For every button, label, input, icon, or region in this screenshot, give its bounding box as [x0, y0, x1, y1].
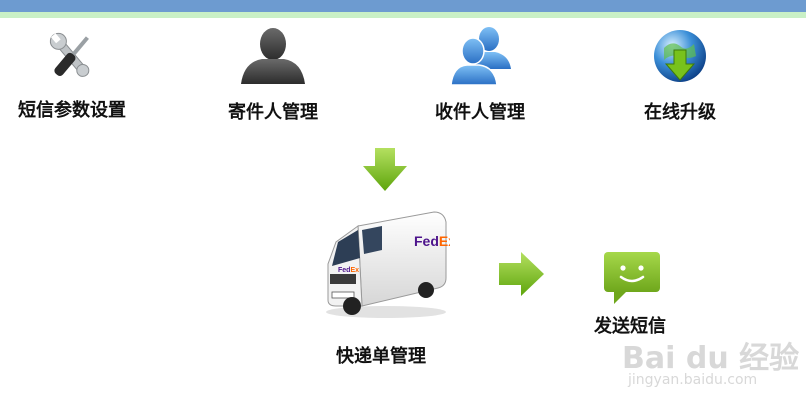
- sms-message-icon: [604, 252, 660, 304]
- globe-download-icon: [654, 30, 706, 82]
- online-upgrade-item[interactable]: 在线升级: [605, 26, 755, 124]
- receiver-manage-label: 收件人管理: [435, 102, 525, 123]
- express-manage-label: 快递单管理: [336, 346, 426, 367]
- sender-manage-label: 寄件人管理: [228, 102, 318, 123]
- top-banner-bar: [0, 0, 806, 12]
- user-group-icon: [450, 27, 511, 86]
- wrench-screwdriver-icon: [49, 32, 90, 77]
- top-banner-stripe: [0, 12, 806, 18]
- express-manage-item[interactable]: FedEx FedEx: [322, 208, 456, 324]
- sender-manage-item[interactable]: 寄件人管理: [198, 26, 348, 124]
- online-upgrade-label: 在线升级: [644, 102, 716, 123]
- svg-text:FedEx: FedEx: [414, 233, 450, 249]
- person-silhouette-icon: [241, 28, 305, 84]
- baidu-jingyan-watermark-logo: Bai du 经验: [622, 341, 800, 376]
- svg-text:FedEx: FedEx: [338, 267, 359, 274]
- watermark-url: jingyan.baidu.com: [628, 372, 758, 388]
- send-sms-item[interactable]: [602, 250, 662, 310]
- delivery-van-icon: FedEx FedEx: [326, 211, 456, 318]
- arrow-down-icon: [363, 148, 407, 191]
- sms-settings-item[interactable]: 短信参数设置: [0, 28, 147, 122]
- sms-settings-label: 短信参数设置: [18, 100, 126, 121]
- arrow-right-icon: [499, 252, 544, 296]
- receiver-manage-item[interactable]: 收件人管理: [405, 25, 555, 124]
- send-sms-label: 发送短信: [594, 316, 666, 337]
